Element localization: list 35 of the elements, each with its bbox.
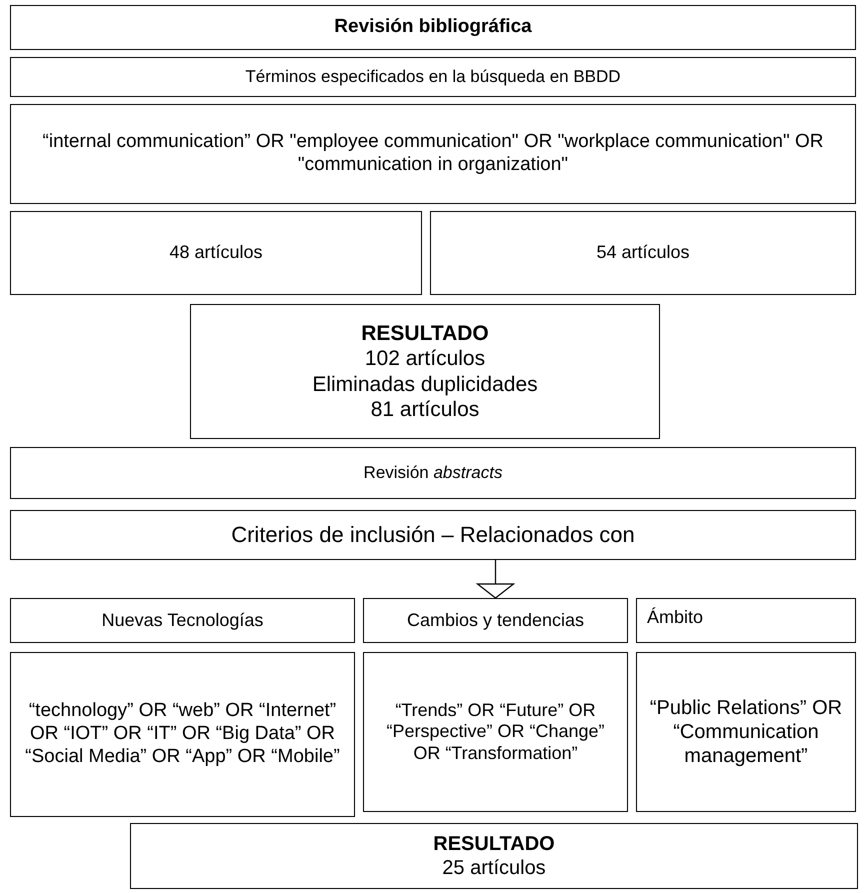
result-box	[130, 823, 858, 889]
body-text: Criterios de inclusión – Relacionados con	[231, 522, 635, 548]
heading-text: RESULTADO	[433, 832, 555, 856]
source-box	[430, 211, 856, 295]
process-box	[10, 57, 856, 97]
terms-box	[10, 652, 355, 817]
terms-box	[363, 652, 628, 812]
query-box	[10, 104, 856, 204]
heading-text: RESULTADO	[361, 321, 489, 346]
body-text: 81 artículos	[370, 396, 480, 422]
body-text: “Trends” OR “Future” OR “Perspective” OR “Change” OR “Transformation”	[385, 700, 606, 764]
result-box	[190, 304, 660, 439]
body-text: Ámbito	[647, 607, 704, 629]
body-text: “internal communication” OR "employee communication" OR "workplace communication" OR "communication in organization"	[42, 131, 824, 177]
category-box	[10, 598, 355, 643]
criteria-box	[10, 510, 856, 560]
body-text: “technology” OR “web” OR “Internet” OR “IOT” OR “IT” OR “Big Data” OR “Social Media” OR “App” OR “Mobile”	[24, 700, 341, 769]
title-box	[10, 5, 856, 50]
heading-text: Revisión bibliográfica	[334, 16, 532, 39]
body-text: Nuevas Tecnologías	[102, 610, 264, 632]
body-text: Cambios y tendencias	[406, 610, 584, 632]
hollow-arrow	[476, 560, 514, 599]
body-text: 54 artículos	[596, 242, 690, 264]
process-box	[10, 447, 856, 499]
body-text: 48 artículos	[169, 242, 263, 264]
body-text: 102 artículos	[364, 346, 486, 372]
terms-box	[636, 652, 856, 812]
body-text: Eliminadas duplicidades	[312, 372, 538, 397]
body-text: Términos especificados en la búsqueda en BBDD	[245, 66, 621, 88]
body-text: Revisión abstracts	[364, 462, 502, 484]
category-box	[363, 598, 628, 643]
body-text: “Public Relations” OR “Communication management”	[648, 696, 844, 768]
body-text: 25 artículos	[442, 856, 546, 880]
source-box	[10, 211, 422, 295]
category-box	[636, 598, 856, 643]
